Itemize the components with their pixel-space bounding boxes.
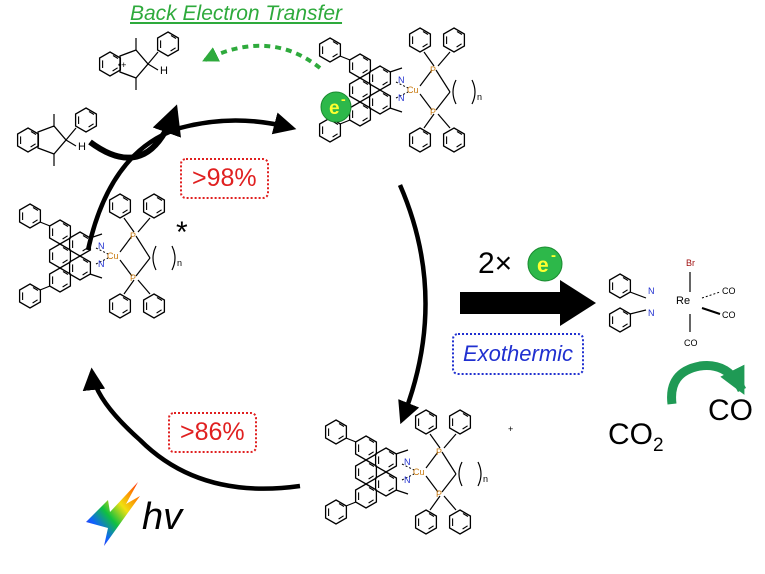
p-label-oxidized-top: P (436, 447, 442, 457)
excited-state-star: * (176, 216, 188, 249)
electron-symbol-reaction: e (537, 254, 549, 277)
re-co-label-right: CO (722, 310, 736, 320)
n-label-oxidized-bottom: N (404, 475, 411, 485)
re-n-label-bottom: N (648, 308, 655, 318)
n-label-excited-top: N (98, 241, 105, 251)
cycle-arrow-bottom-left (82, 367, 301, 491)
electron-badge-icon: e - (320, 91, 352, 123)
re-co-label-bottom: CO (684, 338, 698, 348)
n-label-oxidized-top: N (404, 457, 411, 467)
cu-label-oxidized: Cu (413, 467, 425, 477)
exothermic-badge: Exothermic (452, 333, 585, 375)
electron-charge-reaction: - (551, 247, 556, 264)
n-label-excited-bottom: N (98, 259, 105, 269)
h-label-donor: H (78, 141, 86, 153)
n-label-reduced-bottom: N (398, 93, 405, 103)
re-co-label-top: CO (722, 286, 736, 296)
light-bolt-icon (86, 482, 140, 546)
h-label-cation: H (160, 65, 168, 77)
p-label-reduced-top: P (430, 65, 436, 75)
yield-top-badge: >98% (180, 158, 269, 199)
back-electron-transfer-title: Back Electron Transfer (130, 2, 343, 25)
br-label: Br (686, 258, 695, 268)
cu-label-reduced: Cu (407, 85, 419, 95)
reaction-arrow-icon (460, 280, 596, 326)
n-sub-excited: n (177, 258, 182, 268)
two-times-label: 2× (478, 247, 513, 280)
p-label-excited-bottom: P (130, 273, 136, 283)
cu-complex-reduced (320, 28, 475, 152)
back-transfer-dashed-arrow (202, 43, 322, 70)
yield-bottom-badge: >86% (168, 412, 257, 453)
co2-label: CO2 (608, 418, 664, 457)
electron-badge-icon-reaction: e - (527, 246, 563, 282)
sacrificial-donor-arrow (88, 104, 181, 161)
cation-plus-label: + (508, 424, 513, 434)
cu-label-excited: Cu (107, 251, 119, 261)
p-label-oxidized-bottom: P (436, 489, 442, 499)
bih-donor (18, 108, 97, 166)
bih-radical-cation (100, 32, 179, 90)
co-label: CO (708, 394, 753, 427)
co2-reduction-arrow (667, 361, 747, 405)
re-n-label-top: N (648, 286, 655, 296)
electron-charge-top: - (341, 91, 346, 107)
p-label-reduced-bottom: P (430, 107, 436, 117)
n-sub-reduced: n (477, 92, 482, 102)
co2-main: CO (608, 418, 653, 451)
cycle-arrow-right (397, 184, 428, 425)
p-label-excited-top: P (130, 231, 136, 241)
n-label-reduced-top: N (398, 75, 405, 85)
radical-cation-label: •+ (118, 60, 126, 70)
re-label: Re (676, 295, 690, 307)
cu-complex-oxidized (326, 410, 481, 534)
electron-symbol-top: e (329, 98, 340, 119)
co2-subscript: 2 (653, 435, 664, 456)
n-sub-oxidized: n (483, 474, 488, 484)
re-catalyst (608, 272, 721, 333)
hv-label: hv (142, 496, 183, 538)
